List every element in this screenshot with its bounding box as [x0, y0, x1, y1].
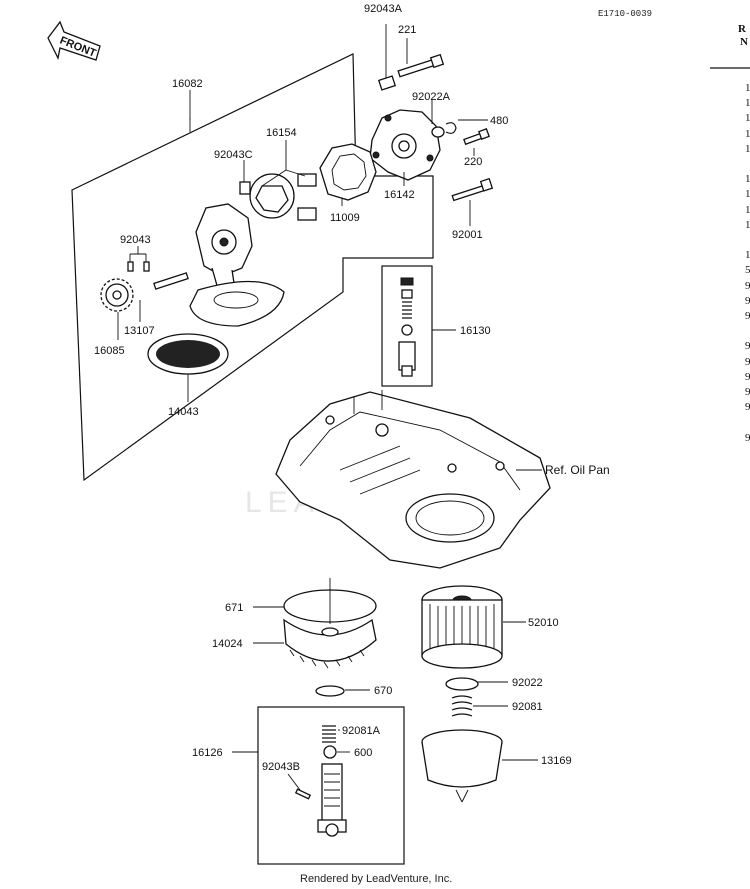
label-92001: 92001	[452, 229, 483, 241]
spring-92081A	[322, 725, 336, 743]
side-column-item: 9	[745, 356, 750, 368]
side-column-item: 1	[745, 188, 750, 200]
side-column-item: 1	[745, 204, 750, 216]
label-13169: 13169	[541, 755, 572, 767]
sprocket-16085	[100, 278, 134, 312]
label-221: 221	[398, 24, 416, 36]
label-671: 671	[225, 602, 243, 614]
side-column-item: 9	[745, 432, 750, 444]
label-16082: 16082	[172, 78, 203, 90]
side-column-item: 9	[745, 401, 750, 413]
footer-credit: Rendered by LeadVenture, Inc.	[300, 873, 452, 885]
label-16130: 16130	[460, 325, 491, 337]
part-labels: 92043A 221 16082 92022A 480 16154 92043C…	[94, 3, 610, 773]
bypass-valve-box-16126	[257, 706, 405, 865]
side-column-item: 9	[745, 295, 750, 307]
label-480: 480	[490, 115, 508, 127]
oil-filter-52010	[421, 585, 503, 669]
washer-92022	[445, 677, 479, 691]
label-670: 670	[374, 685, 392, 697]
side-column-item: 9	[745, 371, 750, 383]
label-16154: 16154	[266, 127, 297, 139]
front-direction-arrow: FRONT	[47, 20, 101, 61]
gasket-11009	[319, 143, 377, 201]
screen-14043	[147, 333, 229, 375]
pin-92043A	[377, 75, 397, 91]
label-220: 220	[464, 156, 482, 168]
side-column-item: 9	[745, 340, 750, 352]
label-92022: 92022	[512, 677, 543, 689]
label-16126: 16126	[192, 747, 223, 759]
side-column-item: 1	[745, 219, 750, 231]
label-11009: 11009	[330, 212, 360, 224]
valve-body	[317, 763, 347, 837]
label-92081A: 92081A	[342, 725, 381, 737]
diagram-code: E1710-0039	[598, 9, 652, 19]
label-92043: 92043	[120, 234, 151, 246]
shaft-13107	[153, 272, 189, 290]
side-parts-column: R N 1 1 1 1 1 1 1 1 1 1 5 9 9 9 9 9 9 9 9 9	[710, 23, 750, 444]
rotor-set-16154	[249, 173, 317, 221]
side-column-item: 5	[745, 264, 750, 276]
side-column-item: 9	[745, 310, 750, 322]
label-14024: 14024	[212, 638, 243, 650]
label-14043: 14043	[168, 406, 199, 418]
pin-92043B	[294, 788, 312, 800]
side-column-item: 1	[745, 97, 750, 109]
side-column-item: 1	[745, 82, 750, 94]
label-16085: 16085	[94, 345, 125, 357]
label-92043C: 92043C	[214, 149, 253, 161]
side-column-item: 1	[745, 143, 750, 155]
side-column-item: 1	[745, 173, 750, 185]
label-52010: 52010	[528, 617, 559, 629]
label-16142: 16142	[384, 189, 415, 201]
washer-92022A	[431, 126, 445, 138]
label-13107: 13107	[124, 325, 155, 337]
relief-valve-box-16130	[381, 265, 433, 387]
label-92043A: 92043A	[364, 3, 403, 15]
side-header-r: R	[738, 23, 747, 35]
side-header-n: N	[740, 36, 748, 48]
oil-pan	[275, 390, 551, 569]
label-600: 600	[354, 747, 372, 759]
filter-cover-13169	[421, 729, 503, 803]
housing-14024	[283, 578, 377, 669]
pin-92043-b	[143, 261, 150, 272]
side-column-item: 1	[745, 128, 750, 140]
pump-group-boundary	[71, 53, 434, 482]
o-ring-670	[315, 685, 345, 697]
bolt-92001	[451, 177, 494, 202]
side-column-item: 9	[745, 386, 750, 398]
side-column-item: 9	[745, 280, 750, 292]
clip-480	[445, 122, 457, 134]
label-92043B: 92043B	[262, 761, 300, 773]
label-ref-oil-pan: Ref. Oil Pan	[545, 463, 610, 477]
label-92081: 92081	[512, 701, 543, 713]
pump-cover-16142	[369, 109, 441, 181]
bolt-220	[463, 128, 490, 146]
ball-600	[323, 745, 337, 759]
pin-92043C	[239, 181, 251, 195]
side-column-item: 1	[745, 112, 750, 124]
side-column-item: 1	[745, 249, 750, 261]
label-92022A: 92022A	[412, 91, 451, 103]
pickup-plate	[189, 280, 285, 327]
bolt-221	[397, 53, 445, 78]
leader-lines	[117, 90, 542, 791]
spring-92081	[451, 695, 473, 717]
pin-92043-a	[127, 261, 134, 272]
